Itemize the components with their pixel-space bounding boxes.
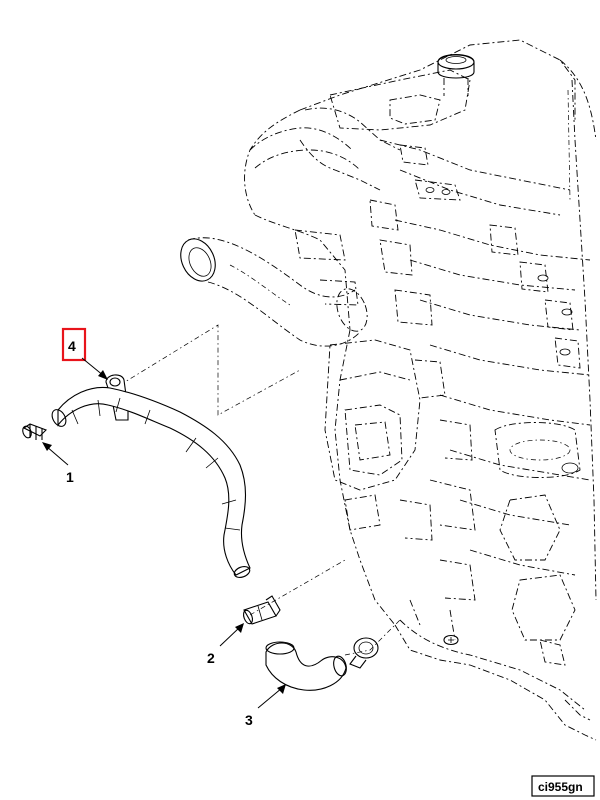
- callout-4-label: 4: [68, 338, 76, 354]
- callout-1[interactable]: 1: [42, 442, 74, 485]
- callout-2-arrowhead: [235, 623, 244, 633]
- callout-2-label: 2: [207, 650, 215, 666]
- callout-1-label: 1: [66, 469, 74, 485]
- upper-radiator-hose-phantom: [180, 237, 368, 347]
- part-1-bolt: [22, 423, 47, 440]
- part-2-hose-clamp: [242, 595, 281, 625]
- callout-1-leader: [45, 445, 69, 466]
- callout-4-leader: [81, 357, 105, 377]
- callout-3-leader: [257, 687, 283, 709]
- callout-3[interactable]: 3: [245, 684, 286, 728]
- assembly-path-lines: [119, 324, 401, 656]
- figure-id-box: [531, 775, 595, 797]
- callout-3-label: 3: [245, 712, 253, 728]
- coolant-tube: [51, 386, 251, 578]
- callout-2[interactable]: 2: [207, 623, 244, 666]
- engine-phantom-outline: [244, 39, 597, 741]
- callout-4[interactable]: 4: [61, 327, 108, 380]
- callout-4-arrowhead: [98, 370, 108, 380]
- figure-id: ci955gn: [531, 775, 595, 797]
- callout-3-arrowhead: [277, 684, 286, 694]
- lower-hose-clamp: [349, 637, 379, 669]
- callout-1-arrowhead: [42, 442, 52, 451]
- callout-4-highlight-box: [61, 327, 87, 362]
- figure-id-label: ci955gn: [538, 780, 583, 794]
- callout-2-leader: [219, 626, 241, 647]
- part-3-elbow-hose: [265, 641, 347, 691]
